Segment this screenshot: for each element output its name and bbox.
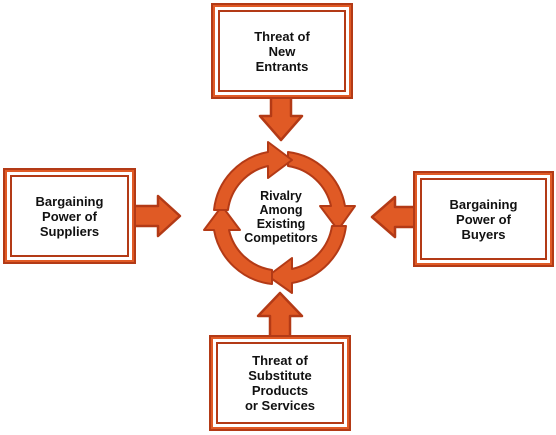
supplier-power-box: Bargaining Power of Suppliers bbox=[7, 172, 132, 260]
cycle-arrow-top-left bbox=[213, 141, 293, 211]
cycle-arrow-bottom-left bbox=[203, 205, 273, 285]
threat-of-substitutes-box: Threat of Substitute Products or Service… bbox=[213, 339, 347, 427]
threat-of-substitutes-label: Threat of Substitute Products or Service… bbox=[244, 353, 316, 413]
rivalry-label: Rivalry Among Existing Competitors bbox=[244, 189, 318, 245]
buyer-power-box: Bargaining Power of Buyers bbox=[417, 175, 550, 263]
threat-of-new-entrants-label: Threat of New Entrants bbox=[254, 28, 310, 74]
cycle-arrow-top-right bbox=[287, 151, 356, 231]
supplier-power-label: Bargaining Power of Suppliers bbox=[35, 193, 104, 239]
threat-of-new-entrants-box: Threat of New Entrants bbox=[215, 7, 349, 95]
arrow-left-to-center bbox=[130, 194, 182, 238]
arrow-right-to-center bbox=[370, 195, 419, 239]
arrow-bottom-to-center bbox=[256, 291, 304, 342]
rivalry-cycle-arrows bbox=[203, 141, 356, 294]
arrow-top-to-center bbox=[258, 92, 304, 142]
buyer-power-label: Bargaining Power of Buyers bbox=[449, 196, 518, 242]
cycle-arrow-bottom-right bbox=[267, 225, 347, 294]
